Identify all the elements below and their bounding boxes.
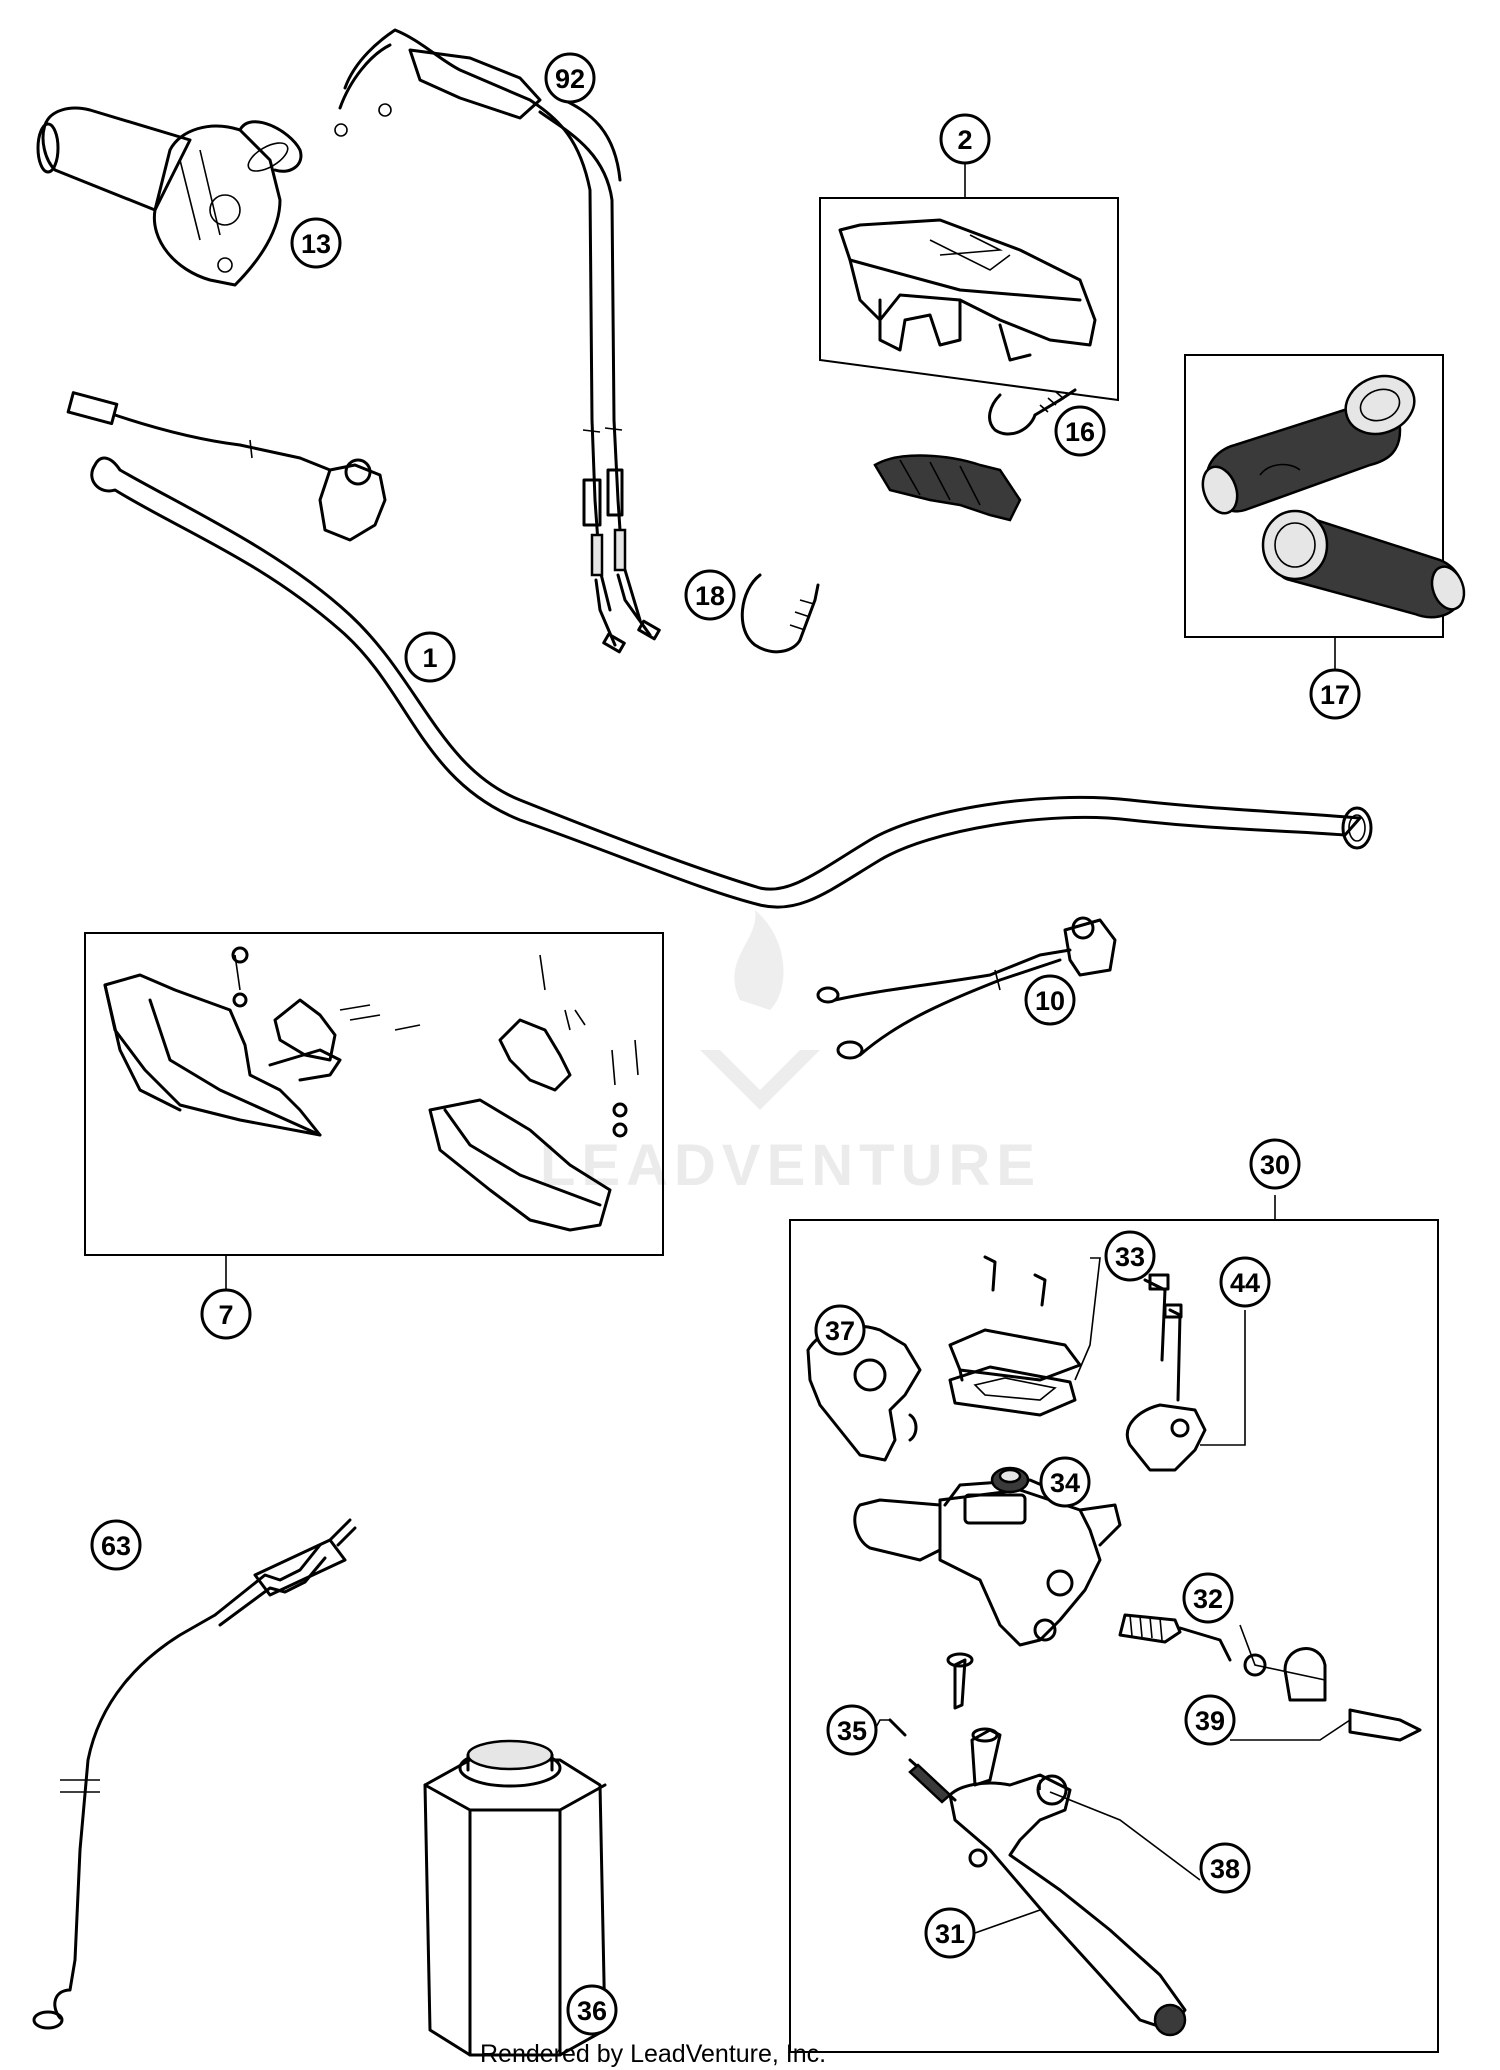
callout-circle[interactable]	[566, 1984, 618, 2036]
callout-circle[interactable]	[544, 52, 596, 104]
callout-33[interactable]: 33	[1104, 1230, 1156, 1282]
callout-circle[interactable]	[1219, 1256, 1271, 1308]
footer-credit: Rendered by LeadVenture, Inc.	[480, 2040, 826, 2068]
clamp-part[interactable]	[1125, 1273, 1207, 1472]
brake-lever-part[interactable]	[948, 1773, 1187, 2037]
callout-circle[interactable]	[939, 113, 991, 165]
callout-circle[interactable]	[200, 1288, 252, 1340]
throttle-grip-part[interactable]	[36, 106, 303, 287]
callout-13[interactable]: 13	[290, 217, 342, 269]
callout-circle[interactable]	[684, 569, 736, 621]
callout-92[interactable]: 92	[544, 52, 596, 104]
callout-circle[interactable]	[1184, 1694, 1236, 1746]
reservoir-cap-part[interactable]	[948, 1255, 1082, 1417]
callout-circle[interactable]	[90, 1519, 142, 1571]
seal-kit-part[interactable]	[1243, 1647, 1422, 1742]
leader-lines	[225, 163, 1351, 1934]
callout-circle[interactable]	[1249, 1138, 1301, 1190]
callout-circle[interactable]	[1309, 668, 1361, 720]
lever-pivot-part[interactable]	[888, 1652, 1002, 1804]
right-switch-part[interactable]	[816, 916, 1117, 1060]
callout-circle[interactable]	[404, 631, 456, 683]
callout-7[interactable]: 7	[200, 1288, 252, 1340]
callout-circle[interactable]	[1199, 1842, 1251, 1894]
piston-part[interactable]	[1118, 1613, 1232, 1662]
callout-32[interactable]: 32	[1182, 1572, 1234, 1624]
callout-36[interactable]: 36	[566, 1984, 618, 2036]
callout-1[interactable]: 1	[404, 631, 456, 683]
callout-63[interactable]: 63	[90, 1519, 142, 1571]
watermark-text: LEADVENTURE	[540, 1133, 1041, 1198]
group-box-switch-cover	[819, 197, 1119, 402]
callout-circle[interactable]	[1182, 1572, 1234, 1624]
brake-line-part[interactable]	[32, 1518, 357, 2030]
callout-circle[interactable]	[1039, 1456, 1091, 1508]
group-box-grips	[1184, 354, 1444, 638]
callout-30[interactable]: 30	[1249, 1138, 1301, 1190]
callout-circle[interactable]	[1104, 1230, 1156, 1282]
handguards-part[interactable]	[103, 946, 639, 1232]
switch-cover-part[interactable]	[838, 218, 1097, 522]
callout-18[interactable]: 18	[684, 569, 736, 621]
group-box-handguards	[84, 932, 664, 1256]
callout-circle[interactable]	[1024, 974, 1076, 1026]
callout-37[interactable]: 37	[814, 1304, 866, 1356]
callout-44[interactable]: 44	[1219, 1256, 1271, 1308]
master-cylinder-part[interactable]	[853, 1478, 1122, 1647]
callout-circle[interactable]	[290, 217, 342, 269]
callout-35[interactable]: 35	[826, 1704, 878, 1756]
callout-2[interactable]: 2	[939, 113, 991, 165]
watermark: LEADVENTURE	[540, 910, 1041, 1198]
callout-circle[interactable]	[814, 1304, 866, 1356]
group-box-brake-master	[789, 1219, 1439, 2053]
left-switch-part[interactable]	[66, 391, 387, 542]
callout-17[interactable]: 17	[1309, 668, 1361, 720]
callout-circle[interactable]	[826, 1704, 878, 1756]
callout-10[interactable]: 10	[1024, 974, 1076, 1026]
callout-38[interactable]: 38	[1199, 1842, 1251, 1894]
callout-16[interactable]: 16	[1054, 405, 1106, 457]
callout-circle[interactable]	[1054, 405, 1106, 457]
handlebar-part[interactable]	[90, 456, 1373, 909]
callout-39[interactable]: 39	[1184, 1694, 1236, 1746]
brake-fluid-part[interactable]	[423, 1739, 607, 2057]
callout-31[interactable]: 31	[924, 1907, 976, 1959]
callout-34[interactable]: 34	[1039, 1456, 1091, 1508]
dust-boot-part[interactable]	[990, 1466, 1030, 1494]
callouts: 92 13 2 16 17 18 1 10 7 30 33 44 37 34 32 39 35 38 31 63 36	[90, 52, 1361, 2036]
callout-circle[interactable]	[924, 1907, 976, 1959]
grips-part[interactable]	[1197, 367, 1470, 619]
cable-tie-part[interactable]	[740, 573, 820, 654]
throttle-cables-part[interactable]	[334, 28, 661, 654]
